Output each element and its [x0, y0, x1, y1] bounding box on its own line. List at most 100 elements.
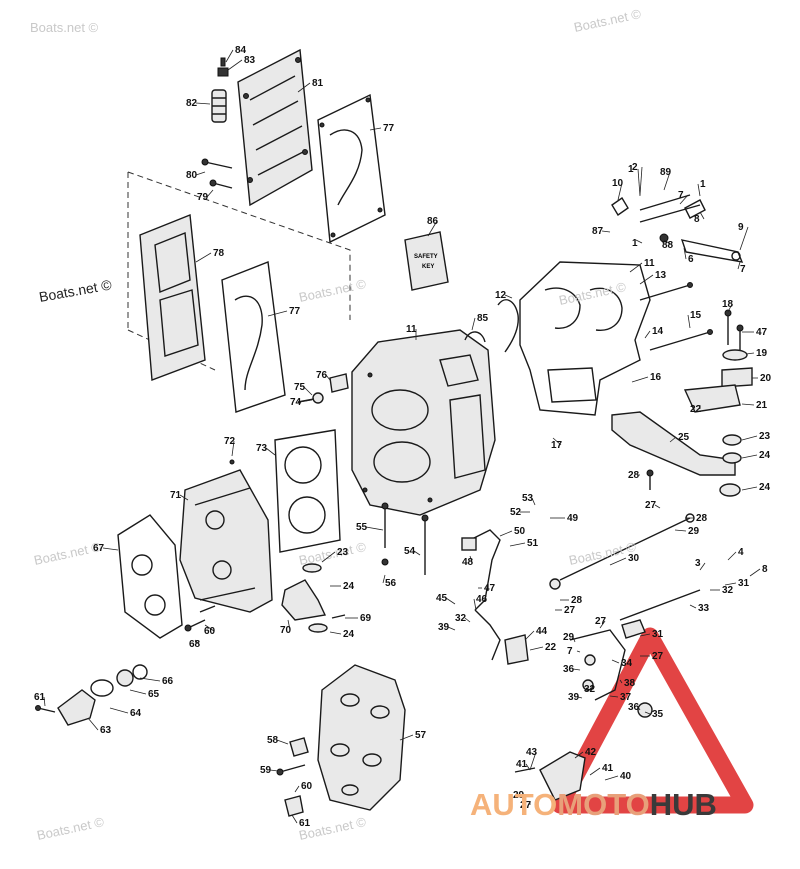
watermark: Boats.net © [298, 276, 368, 305]
callout-74: 74 [290, 397, 302, 408]
callout-leader [267, 310, 288, 317]
callout-leader [663, 239, 673, 246]
callout-70: 70 [280, 625, 292, 636]
callout-28: 28 [696, 513, 708, 524]
callout-leader [669, 436, 677, 443]
callout-leader [589, 687, 595, 690]
callout-42: 42 [585, 747, 597, 758]
callout-84: 84 [235, 45, 247, 56]
callout-27: 27 [595, 616, 607, 627]
callout-leader [674, 529, 687, 532]
callout-54: 54 [404, 546, 416, 557]
head-cover-gasket-67 [117, 514, 183, 639]
callout-63: 63 [100, 725, 112, 736]
callout-14: 14 [652, 326, 664, 337]
callout-leader [644, 330, 651, 339]
callout-leader [599, 620, 606, 629]
callout-25: 25 [678, 432, 690, 443]
callout-leader [524, 630, 535, 641]
sender-58-61 [276, 737, 309, 817]
callout-4: 4 [738, 547, 744, 558]
callout-leader [291, 814, 298, 824]
callout-leader [739, 226, 749, 251]
callout-leader [525, 763, 531, 771]
callout-leader [427, 220, 438, 237]
callout-75: 75 [294, 382, 306, 393]
studs-13-15 [639, 282, 713, 351]
crankcase-11-rear [497, 261, 651, 416]
callout-29: 29 [563, 632, 575, 643]
throttle-rod-33 [619, 589, 701, 621]
callout-10: 10 [612, 178, 624, 189]
callout-41: 41 [516, 759, 528, 770]
callout-83: 83 [244, 55, 256, 66]
callout-60: 60 [204, 626, 216, 637]
callout-leader [741, 486, 758, 491]
callout-65: 65 [148, 689, 160, 700]
callout-leader [531, 497, 536, 506]
callout-leader [194, 639, 200, 645]
callout-17: 17 [551, 440, 563, 451]
callout-leader [321, 551, 336, 563]
parts-74-76 [297, 373, 349, 404]
links-27-39 [569, 619, 653, 718]
callout-leader [572, 636, 576, 643]
exhaust-gasket-lower-77 [221, 261, 286, 413]
callout-28: 28 [571, 595, 583, 606]
callout-52: 52 [510, 507, 522, 518]
callout-leader [469, 555, 473, 563]
callout-leader [683, 247, 687, 260]
callout-77: 77 [289, 306, 301, 317]
callout-3: 3 [695, 558, 701, 569]
callout-leader [654, 504, 661, 509]
exhaust-cover-outer [237, 48, 313, 207]
callout-81: 81 [312, 78, 324, 89]
callout-leader [589, 767, 601, 776]
callout-45: 45 [436, 593, 448, 604]
callout-leader [611, 659, 620, 664]
callout-leader [619, 679, 623, 684]
callout-58: 58 [267, 735, 279, 746]
callout-49: 49 [567, 513, 579, 524]
callout-66: 66 [162, 676, 174, 687]
callout-7: 7 [567, 646, 573, 657]
callout-57: 57 [415, 730, 427, 741]
watermark-prominent: Boats.net © [38, 276, 114, 305]
callout-leader [577, 696, 583, 699]
decal-line1: SAFETY [414, 254, 438, 260]
callout-leader [299, 399, 313, 403]
callout-28: 28 [628, 470, 640, 481]
callout-30: 30 [628, 553, 640, 564]
callout-leader [399, 734, 414, 741]
callout-46: 46 [476, 594, 488, 605]
callout-leader [639, 274, 654, 285]
callout-1: 1 [700, 179, 706, 190]
callout-leader [572, 668, 581, 671]
callout-leader [325, 374, 331, 381]
callout-leader [663, 171, 671, 191]
callout-leader [303, 386, 313, 396]
callout-22: 22 [690, 404, 702, 415]
callout-31: 31 [738, 578, 750, 589]
callout-59: 59 [260, 765, 272, 776]
callout-47: 47 [756, 327, 768, 338]
grommets-23-24 [646, 434, 742, 497]
callout-71: 71 [170, 490, 182, 501]
lever-25 [611, 411, 736, 476]
callout-20: 20 [760, 373, 772, 384]
callout-leader [369, 127, 382, 131]
callout-89: 89 [660, 167, 672, 178]
callout-24: 24 [759, 450, 771, 461]
svg-text:AUTOMOTOHUB: AUTOMOTOHUB [470, 787, 717, 822]
callout-leader [745, 352, 755, 355]
callout-21: 21 [756, 400, 768, 411]
callout-9: 9 [738, 222, 744, 233]
callout-61: 61 [299, 818, 311, 829]
callout-leader [231, 440, 235, 457]
callout-leader [529, 751, 537, 771]
callout-27: 27 [652, 651, 664, 662]
callout-leader [471, 317, 476, 331]
logo-moto: MOTO [557, 787, 649, 822]
